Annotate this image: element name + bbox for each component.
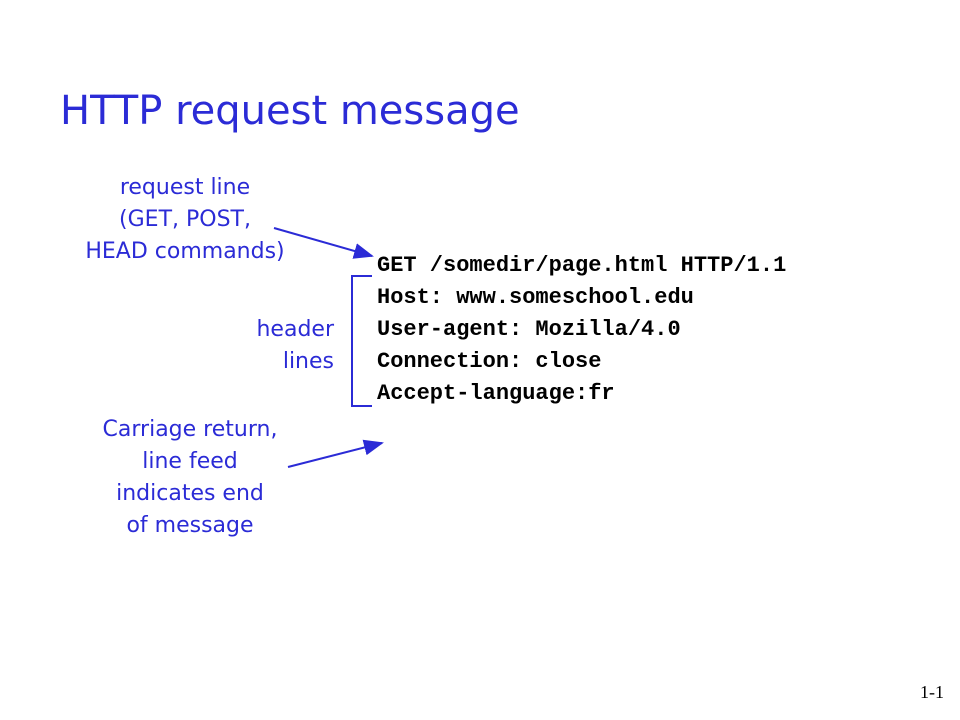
request-line-label-line-2: (GET, POST, <box>119 207 251 232</box>
header-line-connection: Connection: close <box>377 349 602 374</box>
header-lines-label-line-2: lines <box>282 349 334 374</box>
slide-title: HTTP request message <box>60 88 520 134</box>
request-line-label-line-3: HEAD commands) <box>85 239 285 264</box>
header-lines-label: header lines <box>200 314 334 378</box>
request-line-text: GET /somedir/page.html HTTP/1.1 <box>377 253 787 278</box>
header-line-host: Host: www.someschool.edu <box>377 285 694 310</box>
crlf-arrow <box>287 439 384 468</box>
request-line-label: request line (GET, POST, HEAD commands) <box>60 172 310 268</box>
header-line-accept-language: Accept-language:fr <box>377 381 615 406</box>
header-lines-bracket <box>351 275 372 407</box>
crlf-label-line-2: line feed <box>142 449 238 474</box>
crlf-label-line-3: indicates end <box>116 481 264 506</box>
crlf-label-line-4: of message <box>126 513 254 538</box>
crlf-label-line-1: Carriage return, <box>102 417 278 442</box>
page-number: 1-1 <box>920 682 944 702</box>
request-line-arrow <box>273 227 374 259</box>
http-request-code: GET /somedir/page.html HTTP/1.1 Host: ww… <box>377 250 786 410</box>
header-line-user-agent: User-agent: Mozilla/4.0 <box>377 317 681 342</box>
header-lines-label-line-1: header <box>256 317 334 342</box>
request-line-label-line-1: request line <box>119 175 251 200</box>
crlf-label: Carriage return, line feed indicates end… <box>70 414 310 542</box>
